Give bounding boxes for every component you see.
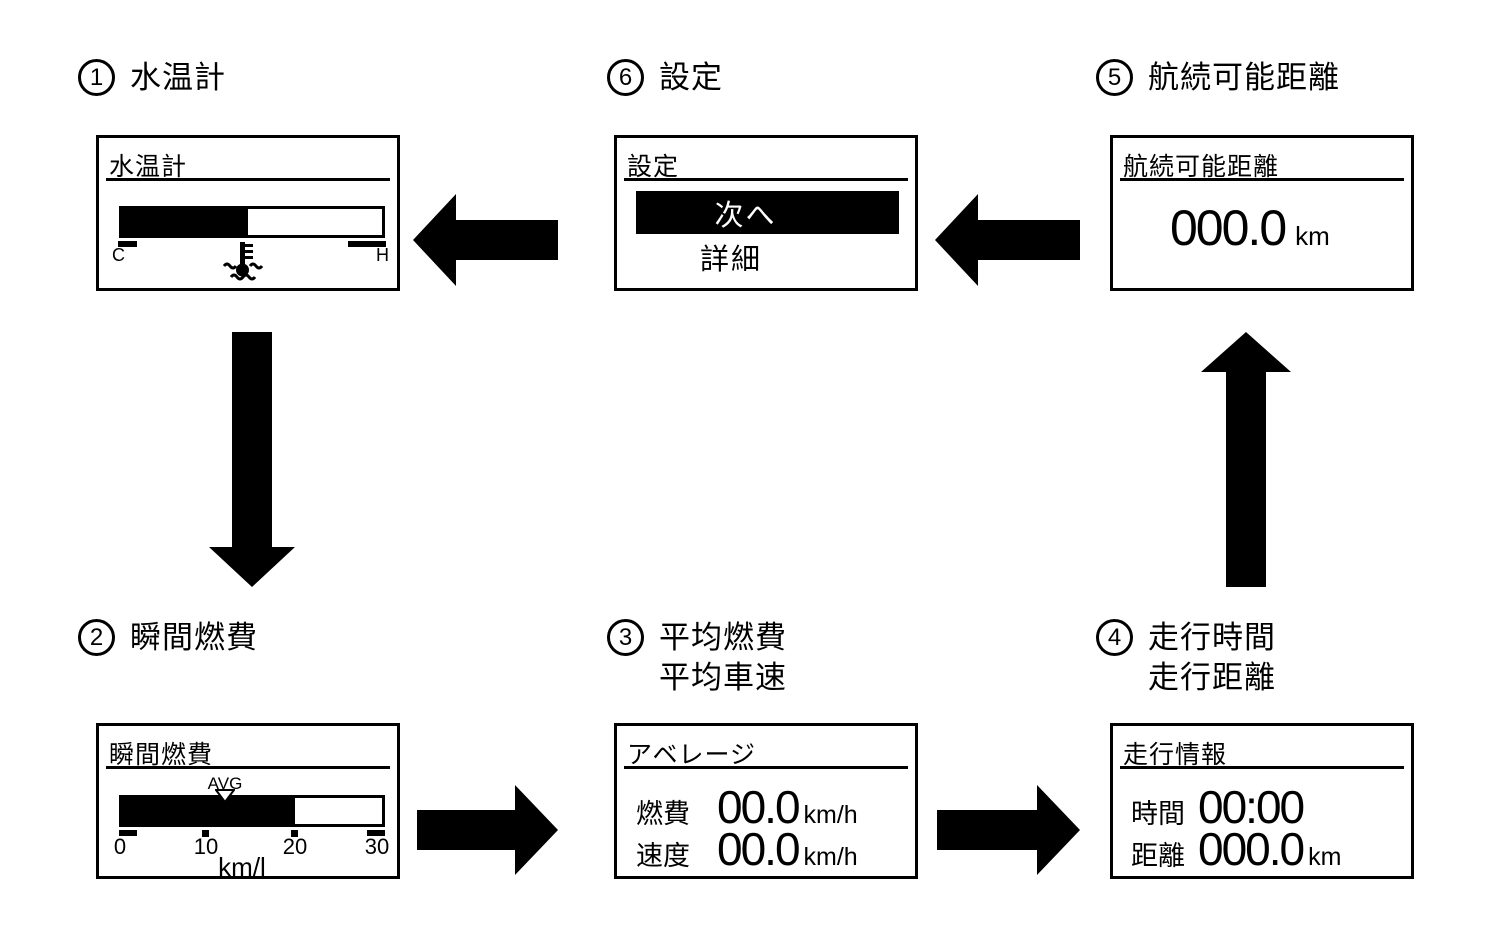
row-unit: km <box>1308 843 1342 871</box>
screen-cruising-range: 航続可能距離 000.0 km <box>1110 135 1414 291</box>
title-separator <box>1120 766 1404 769</box>
caption-trip-info: 4 走行時間 走行距離 <box>1096 618 1276 698</box>
title-separator <box>106 178 390 181</box>
menu-item-label: 次へ <box>714 199 777 232</box>
screen-title: 設定 <box>627 153 680 181</box>
caption-text: 瞬間燃費 <box>130 620 258 655</box>
caption-line-1: 走行時間 <box>1148 620 1276 655</box>
cold-label: C <box>112 245 125 265</box>
screen-title: 走行情報 <box>1123 741 1228 769</box>
scale-number: 0 <box>113 834 127 859</box>
gauge-fill <box>122 209 249 235</box>
caption-cruising-range: 5 航続可能距離 <box>1096 58 1340 98</box>
screen-settings: 設定 次へ 詳細 <box>614 135 918 291</box>
screen-title: 水温計 <box>109 153 188 181</box>
arrow-average-to-trip-info-icon <box>937 785 1080 875</box>
screen-water-temp: 水温計 C H <box>96 135 400 291</box>
row-value: 000.0 <box>1198 823 1305 875</box>
caption-text: 平均燃費 平均車速 <box>659 618 787 698</box>
scale-number: 20 <box>282 834 308 859</box>
row-unit: km/h <box>803 801 858 829</box>
scale-tick-30 <box>367 830 385 836</box>
caption-average: 3 平均燃費 平均車速 <box>607 618 787 698</box>
row-unit: km/h <box>803 843 858 871</box>
circled-number-5: 5 <box>1096 59 1133 96</box>
caption-text: 航続可能距離 <box>1148 60 1340 95</box>
screen-average: アベレージ 燃費 00.0 km/h 速度 00.0 km/h <box>614 723 918 879</box>
scale-number: 10 <box>193 834 219 859</box>
title-separator <box>1120 178 1404 181</box>
gauge-unit: km/l <box>218 852 266 882</box>
caption-line-2: 平均車速 <box>659 660 787 695</box>
caption-instant-fuel: 2 瞬間燃費 <box>78 618 258 658</box>
caption-settings: 6 設定 <box>607 58 723 98</box>
range-unit: km <box>1295 221 1330 251</box>
row-label: 燃費 <box>636 799 690 829</box>
row-label: 速度 <box>636 841 690 871</box>
arrow-range-to-settings-icon <box>935 194 1080 286</box>
gauge-fill <box>122 798 296 824</box>
gauge-tick-hot <box>348 241 386 247</box>
row-value: 00.0 <box>717 823 801 875</box>
arrow-settings-to-water-temp-icon <box>413 194 558 286</box>
hot-label: H <box>376 245 389 265</box>
screen-trip-info: 走行情報 時間 00:00 距離 000.0 km <box>1110 723 1414 879</box>
circled-number-2: 2 <box>78 619 115 656</box>
avg-label: AVG <box>207 774 243 793</box>
screen-title: 航続可能距離 <box>1123 153 1280 181</box>
arrow-trip-info-to-range-icon <box>1201 332 1291 587</box>
circled-number-4: 4 <box>1096 619 1133 656</box>
row-label: 時間 <box>1131 799 1185 829</box>
caption-water-temp: 1 水温計 <box>78 58 226 98</box>
caption-text: 水温計 <box>130 60 226 95</box>
arrow-instant-fuel-to-average-icon <box>417 785 558 875</box>
circled-number-1: 1 <box>78 59 115 96</box>
scale-tick-20 <box>291 830 298 837</box>
scale-tick-0 <box>119 830 137 836</box>
water-temp-bar-gauge <box>119 206 385 238</box>
menu-item-detail: 詳細 <box>699 244 762 276</box>
screen-instant-fuel: 瞬間燃費 AVG 0 10 20 30 km/l <box>96 723 400 882</box>
average-fuel-row: 燃費 00.0 km/h <box>636 784 858 831</box>
coolant-temperature-icon <box>223 242 264 281</box>
avg-marker-icon <box>214 789 236 804</box>
arrow-water-temp-to-instant-fuel-icon <box>209 332 295 587</box>
screen-title: アベレージ <box>627 741 757 769</box>
trip-time-row: 時間 00:00 <box>1131 784 1308 831</box>
instant-fuel-bar-gauge <box>119 795 385 827</box>
row-value: 00.0 <box>717 781 801 833</box>
range-value: 000.0 <box>1170 200 1287 256</box>
gauge-tick-cold <box>118 241 137 247</box>
row-value: 00:00 <box>1198 781 1305 833</box>
average-speed-row: 速度 00.0 km/h <box>636 826 858 873</box>
scale-tick-10 <box>202 830 209 837</box>
trip-distance-row: 距離 000.0 km <box>1131 826 1341 873</box>
title-separator <box>624 766 908 769</box>
caption-text: 走行時間 走行距離 <box>1148 618 1276 698</box>
screen-title: 瞬間燃費 <box>109 741 214 769</box>
circled-number-3: 3 <box>607 619 644 656</box>
title-separator <box>624 178 908 181</box>
caption-text: 設定 <box>659 60 723 95</box>
caption-line-2: 走行距離 <box>1148 660 1276 695</box>
row-label: 距離 <box>1131 841 1185 871</box>
menu-item-next-selected: 次へ <box>636 191 899 234</box>
caption-line-1: 平均燃費 <box>659 620 787 655</box>
range-readout: 000.0 km <box>1170 200 1330 256</box>
scale-number: 30 <box>364 834 390 859</box>
circled-number-6: 6 <box>607 59 644 96</box>
title-separator <box>106 766 390 769</box>
